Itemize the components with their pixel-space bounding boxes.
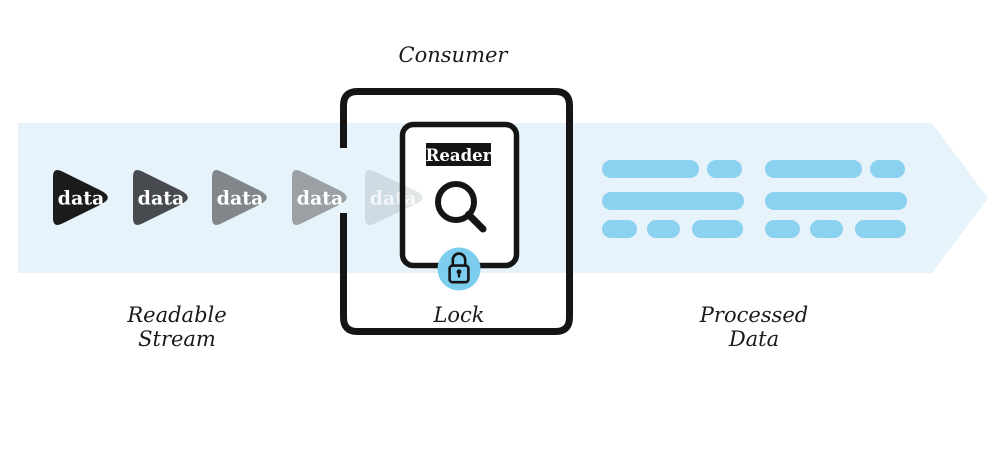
consumer-box	[340, 88, 573, 335]
processed-data-bar	[855, 220, 906, 238]
data-chunk-arrow	[53, 170, 108, 225]
processed-data-bar	[810, 220, 843, 238]
lock-badge-circle	[437, 247, 481, 291]
data-chunk-label: data	[217, 188, 264, 210]
processed-data-bar	[765, 220, 800, 238]
lock-label: Lock	[433, 303, 485, 327]
reader-label-background	[426, 143, 491, 166]
magnifier-icon	[435, 181, 487, 233]
data-chunk-label: data	[297, 188, 344, 210]
data-chunk-label: data	[138, 188, 185, 210]
reader-label: Reader	[426, 146, 492, 165]
data-chunk-label: data	[58, 188, 105, 210]
data-chunk-arrow	[133, 170, 188, 225]
data-chunk-arrow	[212, 170, 267, 225]
processed-data-bar	[602, 220, 637, 238]
processed-data-bar	[602, 160, 699, 178]
readable-stream-chunks: data data data data	[53, 170, 347, 225]
processed-data-bar	[647, 220, 680, 238]
processed-data-bar	[765, 192, 907, 210]
processed-data-bar	[602, 192, 744, 210]
consumer-label: Consumer	[398, 43, 508, 67]
data-chunk-label: data	[370, 188, 417, 210]
processed-data-bar	[707, 160, 742, 178]
lock-icon	[448, 252, 470, 284]
data-chunk-arrow	[292, 170, 347, 225]
processed-data-label: Processed Data	[699, 303, 809, 351]
data-chunk-arrow	[365, 169, 423, 226]
processed-data-bar	[870, 160, 905, 178]
processed-data-bars	[602, 160, 907, 238]
processed-data-bar	[692, 220, 743, 238]
lock-badge	[437, 247, 481, 291]
readable-stream-label: Readable Stream	[127, 303, 227, 351]
processed-data-bar	[765, 160, 862, 178]
